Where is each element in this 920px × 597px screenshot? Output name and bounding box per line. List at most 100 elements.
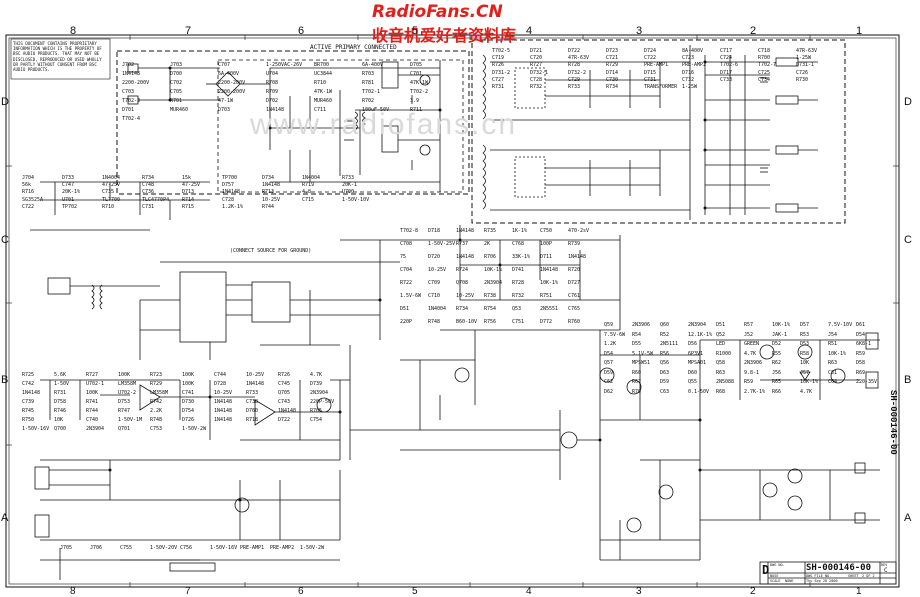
component-label: D724: [644, 48, 657, 54]
component-label: C705: [170, 89, 183, 95]
component-label: C761: [568, 293, 581, 299]
component-label: PRE-AMP2: [270, 545, 295, 551]
component-label: 100K: [118, 372, 131, 378]
component-label: Q53: [512, 306, 522, 312]
active-primary-title: ACTIVE PRIMARY CONNECTED: [310, 44, 397, 51]
component-label: MUR460: [314, 98, 333, 104]
component-label: TL7700: [102, 196, 121, 203]
component-label: R725: [22, 372, 35, 378]
component-label: U702-2: [118, 390, 137, 396]
component-label: R737: [456, 241, 469, 247]
component-label: C768: [512, 241, 525, 247]
component-label: Q59: [604, 322, 614, 328]
component-label: 1-50V-16V: [22, 426, 50, 432]
component-label: C755: [120, 545, 133, 551]
component-label: Q52: [716, 331, 726, 338]
faint-watermark: www.radiofans.cn: [250, 108, 518, 141]
watermark-site: RadioFans.CN: [372, 2, 503, 22]
grid-col-bottom: 6: [298, 586, 304, 597]
component-label: R734: [456, 306, 469, 312]
component-label: R731: [492, 84, 505, 90]
component-label: D772: [540, 319, 553, 325]
component-label: MPSA01: [688, 360, 707, 366]
component-label: GREEN: [744, 341, 760, 347]
component-label: C709: [428, 280, 441, 286]
component-label: C751: [512, 319, 525, 325]
component-label: 47R-63V: [796, 48, 818, 54]
rev-label: REV: [881, 563, 888, 567]
component-label: 2N3904: [688, 322, 707, 328]
control-wiring: [30, 181, 460, 360]
component-label: R731: [54, 390, 67, 396]
component-label: R750: [22, 417, 35, 423]
component-label: 56k: [22, 182, 32, 189]
component-label: R726: [492, 62, 505, 69]
component-label: R729: [150, 381, 163, 387]
component-label: 10-25V: [456, 293, 475, 299]
component-label: MUR460: [170, 107, 189, 113]
grid-col-bottom: 2: [750, 586, 756, 597]
component-label: C740: [86, 417, 99, 423]
component-label: C715: [302, 196, 315, 203]
grid-row-left: D: [1, 96, 9, 108]
component-label: R734: [142, 175, 155, 181]
component-label: R716: [22, 189, 35, 196]
component-label: C745: [278, 381, 291, 387]
component-label: D713: [182, 189, 195, 196]
component-label: Q58: [716, 360, 726, 366]
grid-row-left: C: [1, 234, 9, 246]
component-label: R746: [54, 408, 67, 414]
component-label: D51: [400, 306, 410, 312]
component-label: D714: [606, 69, 619, 76]
center-wiring: [349, 225, 621, 560]
component-label: 1N4148: [456, 254, 475, 260]
component-label: D726: [182, 417, 195, 423]
component-label: 6P3V1: [688, 350, 704, 357]
right-wiring: [599, 332, 880, 561]
component-label: 1-50V-1M: [118, 417, 143, 423]
component-label: 1.2K-1%: [222, 203, 244, 210]
component-label: B60-10V: [456, 319, 478, 325]
watermark-cn: 收音机爱好者资料库: [372, 26, 517, 45]
component-label: 12.1K-1%: [688, 331, 713, 338]
component-label: 1-50V-16V: [210, 545, 238, 551]
component-label: R718: [246, 417, 259, 423]
u700-body: [179, 271, 227, 343]
component-label: R733: [342, 175, 355, 181]
component-label: R62: [772, 360, 782, 366]
component-label: U700: [342, 189, 355, 196]
component-label: 220P-50V: [310, 399, 335, 405]
component-label: R710: [102, 203, 115, 210]
component-label: 2N5551: [540, 306, 559, 312]
grid-row-right: D: [904, 96, 912, 108]
component-label: D728: [214, 381, 227, 387]
proprietary-notice: THIS DOCUMENT CONTAINS PROPRIETARY INFOR…: [13, 41, 102, 73]
component-label: C61: [828, 369, 838, 376]
component-label: C728: [222, 196, 235, 203]
component-label: Q57: [604, 360, 614, 366]
component-label: Q705: [278, 390, 291, 396]
component-label: D741: [512, 267, 525, 273]
grid-col-top: 1: [856, 25, 863, 37]
component-label: R726: [278, 372, 291, 378]
component-label: R732: [530, 84, 543, 90]
component-label: Q55: [688, 379, 698, 385]
component-label: MPSW51: [632, 360, 651, 366]
component-label: C744: [214, 372, 227, 378]
grid-col-top: 2: [750, 25, 757, 37]
component-label: C731: [142, 203, 155, 210]
component-label: 100P: [540, 241, 553, 247]
component-label: R700: [758, 55, 771, 62]
component-label: R706: [484, 254, 497, 260]
component-label: D60: [688, 369, 698, 376]
component-label: R724: [456, 267, 469, 273]
component-label: 6A-400V: [362, 62, 384, 68]
component-label: D57: [800, 322, 810, 328]
component-label: C723: [682, 55, 695, 62]
component-label: Q700: [54, 426, 67, 432]
component-label: C722: [644, 55, 657, 62]
component-label: T702-6: [720, 62, 739, 69]
grid-row-right: C: [904, 234, 912, 246]
component-label: 47-1W: [218, 98, 234, 104]
grid-col-bottom: 3: [636, 586, 642, 597]
